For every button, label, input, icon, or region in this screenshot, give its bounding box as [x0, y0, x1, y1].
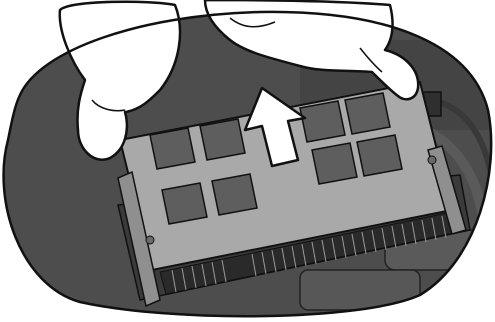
memory-chip [212, 174, 257, 215]
memory-chip [150, 128, 195, 169]
module-notch [146, 236, 154, 244]
memory-chip [312, 143, 357, 184]
board-component [300, 270, 420, 310]
memory-chip [345, 93, 390, 134]
memory-chip [357, 135, 402, 176]
memory-chip [300, 101, 345, 142]
memory-chip [200, 119, 245, 160]
memory-chip [162, 183, 207, 224]
module-notch [428, 156, 436, 164]
